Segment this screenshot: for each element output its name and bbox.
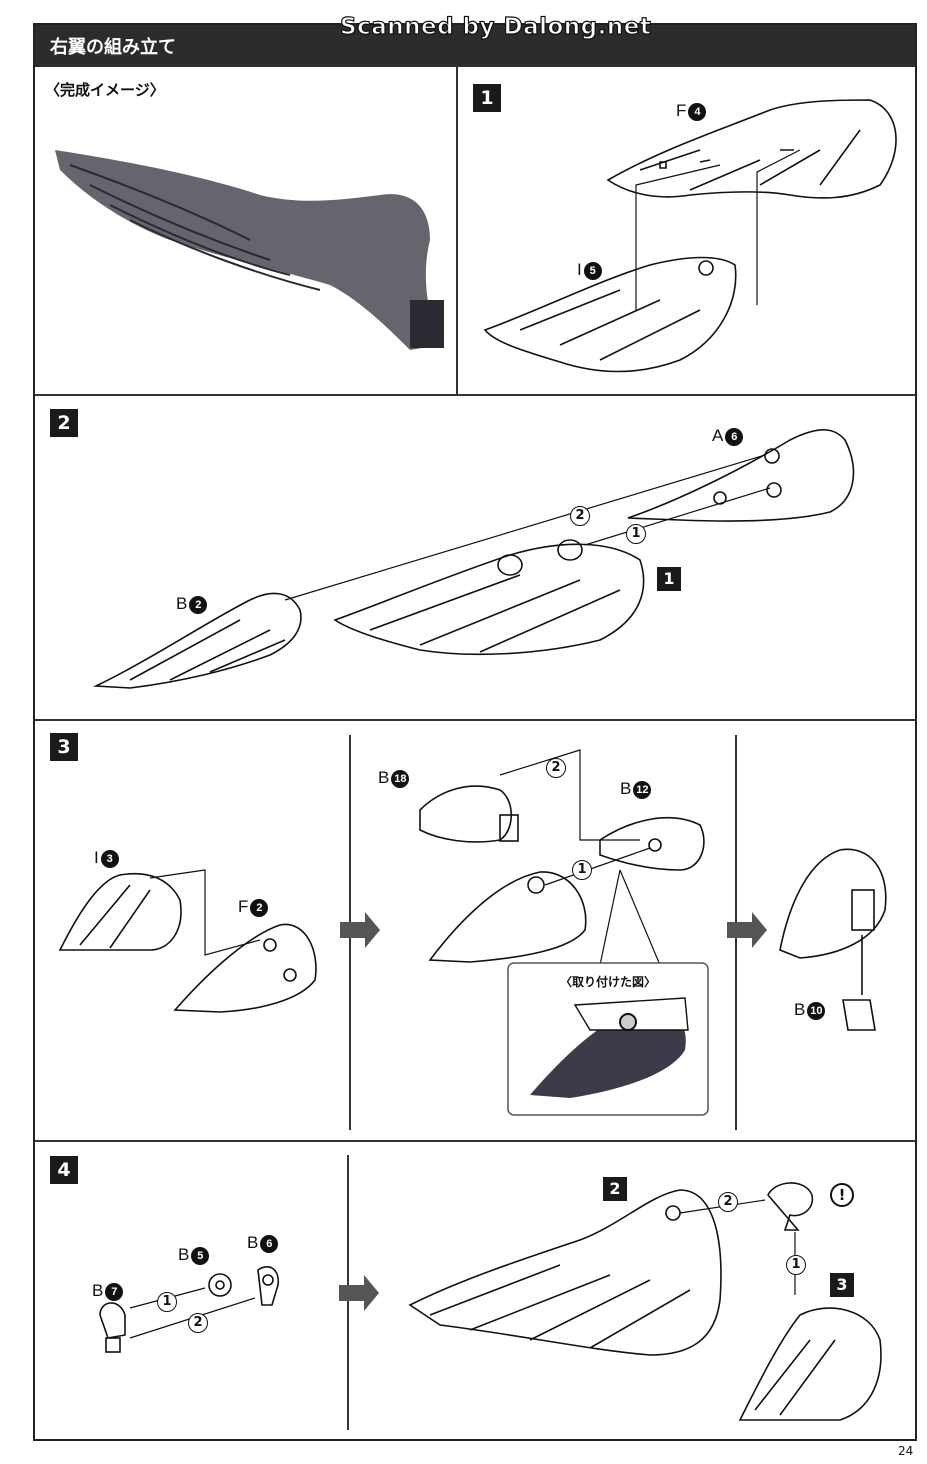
step3-part-i3 (58, 873, 182, 951)
caution-icon: ! (830, 1183, 854, 1207)
step3-order-marker-1: 1 (572, 860, 592, 880)
row-divider-2 (35, 719, 915, 721)
step-number-4: 4 (50, 1156, 78, 1184)
ref-step-1: 1 (657, 567, 681, 591)
ref-step-3: 3 (830, 1273, 854, 1297)
row-divider-1 (35, 394, 915, 396)
title-bar (35, 25, 915, 67)
step3-order-marker-2: 2 (546, 758, 566, 778)
step2-wing-right (627, 429, 855, 522)
scan-watermark: Scanned by Dalong.net (339, 13, 652, 40)
col-divider-top (456, 67, 458, 394)
step3-inset-box (507, 962, 709, 1116)
step-number-3: 3 (50, 733, 78, 761)
step3-arrows (340, 912, 767, 948)
step4-order-marker-1: 1 (157, 1292, 177, 1312)
step4-arrow (339, 1275, 379, 1311)
page-border (33, 23, 917, 1441)
order-marker-2: 2 (570, 506, 590, 526)
step3-connector-middle (499, 749, 661, 966)
step4-right-order-marker-2: 2 (718, 1192, 738, 1212)
step4-left-parts (99, 1266, 280, 1353)
row-divider-3 (35, 1140, 915, 1142)
page-title: 右翼の組み立て (50, 37, 176, 58)
step-number-1: 1 (473, 84, 501, 112)
inset-label: 〈取り付けた図〉 (560, 975, 657, 989)
page-number: 24 (898, 1444, 914, 1458)
step4-right-order-marker-1: 1 (786, 1255, 806, 1275)
order-marker-1: 1 (626, 524, 646, 544)
step-number-2: 2 (50, 409, 78, 437)
step3-right-assembly (779, 848, 887, 1031)
step4-right-wing (408, 1182, 882, 1421)
step3-part-f2 (173, 923, 317, 1013)
step4-order-marker-2: 2 (188, 1313, 208, 1333)
step1-wing-upper (606, 99, 897, 199)
completed-image-label: 〈完成イメージ〉 (45, 82, 165, 99)
completed-wing-image (55, 150, 444, 350)
step2-wing-left (92, 592, 302, 689)
step3-middle-parts (419, 785, 705, 963)
step1-connector-lines (635, 149, 801, 310)
ref-step-2: 2 (603, 1177, 627, 1201)
step2-connector-lines (284, 454, 771, 601)
step4-right-connectors (679, 1199, 796, 1295)
step1-wing-lower (483, 256, 737, 373)
step3-connector-left (149, 869, 261, 956)
step2-wing-middle (333, 539, 645, 656)
